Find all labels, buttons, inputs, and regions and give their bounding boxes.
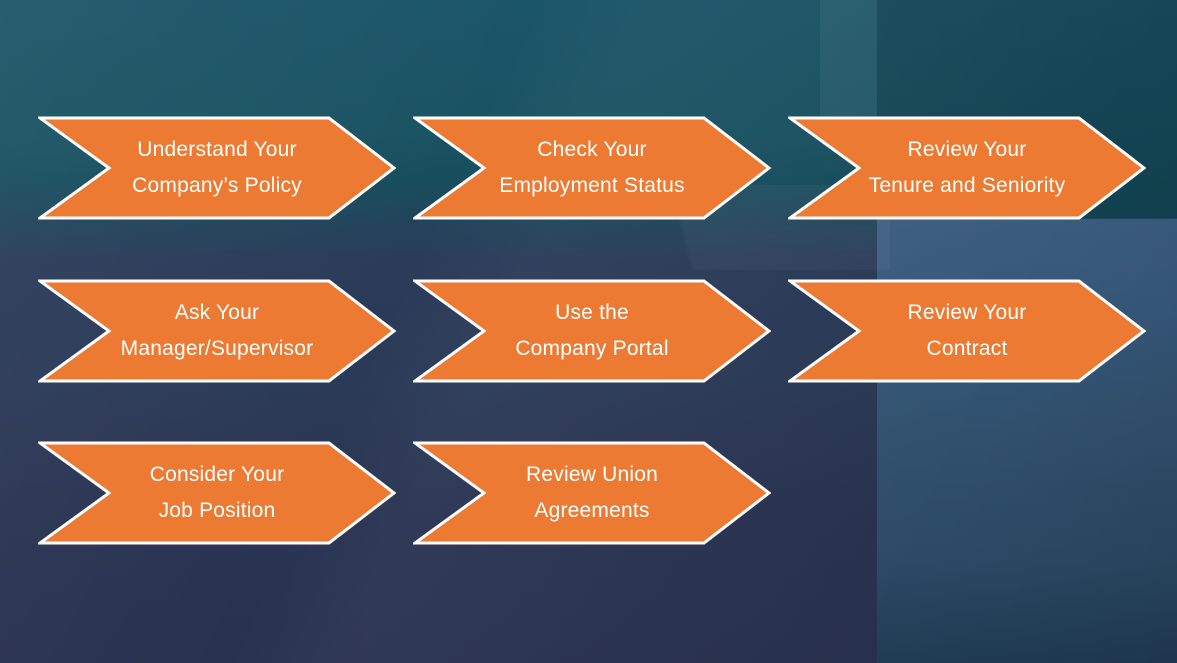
- step-label-line1: Use the: [555, 301, 629, 324]
- step-label-line2: Job Position: [158, 499, 276, 522]
- background-tile-highlight: [820, 0, 877, 116]
- step-arrow-3: Review Your Tenure and Seniority: [788, 115, 1146, 221]
- step-label-line2: Agreements: [534, 499, 650, 522]
- step-label-line1: Review Your: [907, 138, 1027, 161]
- step-label: Review Your Contract: [788, 278, 1146, 384]
- step-label-line2: Company Portal: [515, 337, 669, 360]
- step-label: Review Union Agreements: [413, 440, 771, 546]
- step-label-line1: Review Your: [907, 301, 1027, 324]
- step-label-line1: Check Your: [537, 138, 647, 161]
- step-label-line1: Review Union: [526, 463, 658, 486]
- step-label-line2: Manager/Supervisor: [120, 337, 314, 360]
- step-label: Review Your Tenure and Seniority: [788, 115, 1146, 221]
- chevron-banner-icon: [38, 116, 396, 220]
- step-arrow-7: Consider Your Job Position: [38, 440, 396, 546]
- chevron-banner-icon: [38, 441, 396, 545]
- step-arrow-4: Ask Your Manager/Supervisor: [38, 278, 396, 384]
- chevron-banner-icon: [38, 279, 396, 383]
- chevron-banner-icon: [788, 279, 1146, 383]
- step-arrow-8: Review Union Agreements: [413, 440, 771, 546]
- step-label-line1: Understand Your: [137, 138, 297, 161]
- step-arrow-2: Check Your Employment Status: [413, 115, 771, 221]
- step-label-line1: Consider Your: [149, 463, 285, 486]
- step-arrow-6: Review Your Contract: [788, 278, 1146, 384]
- chevron-banner-icon: [413, 441, 771, 545]
- step-label-line2: Employment Status: [499, 174, 685, 197]
- chevron-banner-icon: [413, 116, 771, 220]
- step-label: Understand Your Company’s Policy: [38, 115, 396, 221]
- step-label-line2: Tenure and Seniority: [868, 174, 1066, 197]
- step-label-line1: Ask Your: [174, 301, 260, 324]
- step-label-line2: Company’s Policy: [132, 174, 302, 197]
- step-label: Consider Your Job Position: [38, 440, 396, 546]
- step-label: Use the Company Portal: [413, 278, 771, 384]
- step-arrow-1: Understand Your Company’s Policy: [38, 115, 396, 221]
- chevron-banner-icon: [413, 279, 771, 383]
- chevron-banner-icon: [788, 116, 1146, 220]
- step-arrow-5: Use the Company Portal: [413, 278, 771, 384]
- step-label: Ask Your Manager/Supervisor: [38, 278, 396, 384]
- step-label-line2: Contract: [926, 337, 1008, 360]
- step-label: Check Your Employment Status: [413, 115, 771, 221]
